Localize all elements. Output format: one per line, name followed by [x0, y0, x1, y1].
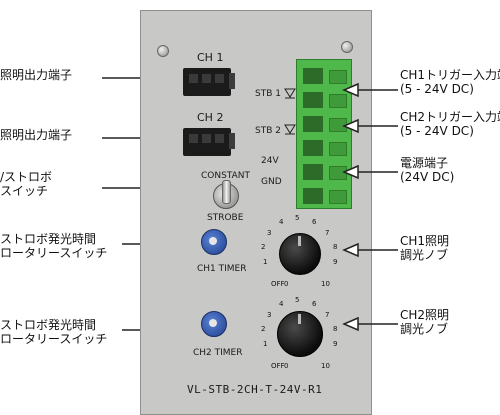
ch1-label: CH 1	[197, 51, 224, 64]
callout-ch1-timer: ストロボ発光時間 ロータリースイッチ	[0, 232, 107, 260]
callout-ch2-trigger: CH2トリガー入力端 (5 - 24V DC)	[400, 110, 500, 138]
ch1-timer-label: CH1 TIMER	[197, 264, 247, 274]
svg-text:8: 8	[333, 243, 337, 251]
svg-text:6: 6	[312, 300, 317, 308]
svg-text:7: 7	[325, 311, 329, 319]
callout-text: (24V DC)	[400, 170, 455, 184]
device-panel: CH 1 CH 2 STB 1 STB 2 24V GND CO	[140, 10, 372, 415]
callout-ch2-timer: ストロボ発光時間 ロータリースイッチ	[0, 318, 107, 346]
ch1-dial-scale: 5 4 6 3 7 2 8 1 9 OFF 0 10	[261, 214, 337, 288]
ch2-label: CH 2	[197, 111, 224, 124]
callout-text: CH2照明	[400, 308, 450, 322]
callout-text: 照明出力端子	[0, 128, 73, 142]
svg-text:9: 9	[333, 340, 337, 348]
ch2-dimmer-knob[interactable]	[277, 311, 323, 357]
ch2-timer-label: CH2 TIMER	[193, 348, 243, 358]
callout-text: ストロボ発光時間	[0, 318, 97, 332]
callout-ch2-dimmer: CH2照明 調光ノブ	[400, 308, 449, 336]
constant-label: CONSTANT	[201, 171, 250, 181]
callout-text: スイッチ	[0, 184, 49, 198]
svg-text:9: 9	[333, 258, 337, 266]
svg-text:8: 8	[333, 325, 337, 333]
callout-text: 照明出力端子	[0, 68, 73, 82]
ch2-output-connector	[183, 128, 231, 156]
mode-toggle-switch[interactable]	[213, 180, 239, 209]
callout-text: ロータリースイッチ	[0, 246, 108, 260]
callout-text: (5 - 24V DC)	[400, 124, 474, 138]
svg-text:3: 3	[267, 311, 271, 319]
svg-text:0: 0	[284, 280, 288, 288]
stb2-label: STB 2	[255, 126, 281, 136]
svg-text:2: 2	[261, 243, 265, 251]
arrow-ch1-dimmer	[342, 242, 398, 258]
svg-text:10: 10	[321, 280, 330, 288]
callout-text: CH2トリガー入力端	[400, 110, 500, 124]
svg-text:5: 5	[295, 214, 299, 222]
ch2-timer-rotary-switch[interactable]	[201, 311, 227, 337]
arrow-ch2-trigger	[342, 118, 398, 134]
ch2-dial-scale: 5 4 6 3 7 2 8 1 9 OFF 0 10	[261, 296, 337, 370]
strobe-label: STROBE	[207, 213, 244, 223]
ch1-output-connector	[183, 68, 231, 96]
callout-text: /ストロボ	[0, 170, 53, 184]
ch1-timer-rotary-switch[interactable]	[201, 229, 227, 255]
svg-text:OFF: OFF	[271, 362, 285, 370]
arrow-power	[342, 164, 398, 180]
svg-text:OFF: OFF	[271, 280, 285, 288]
svg-text:6: 6	[312, 218, 317, 226]
led-symbol-icon	[284, 88, 296, 135]
model-number: VL-STB-2CH-T-24V-R1	[187, 383, 323, 396]
svg-text:0: 0	[284, 362, 288, 370]
callout-text: ロータリースイッチ	[0, 332, 108, 346]
callout-ch1-output: 照明出力端子	[0, 68, 72, 82]
screw-icon	[157, 45, 169, 57]
gnd-label: GND	[261, 177, 282, 187]
svg-text:1: 1	[263, 258, 267, 266]
callout-ch2-output: 照明出力端子	[0, 128, 72, 142]
svg-text:4: 4	[279, 300, 284, 308]
screw-icon	[341, 41, 353, 53]
ch1-dimmer-knob[interactable]	[279, 233, 321, 275]
callout-power: 電源端子 (24V DC)	[400, 156, 454, 184]
arrow-ch2-dimmer	[342, 316, 398, 332]
svg-text:5: 5	[295, 296, 299, 304]
callout-text: ストロボ発光時間	[0, 232, 97, 246]
callout-text: 調光ノブ	[400, 248, 449, 262]
svg-text:1: 1	[263, 340, 267, 348]
callout-text: 電源端子	[400, 156, 449, 170]
arrow-ch1-trigger	[342, 82, 398, 98]
stb1-label: STB 1	[255, 89, 281, 99]
connector-latch	[229, 133, 235, 149]
callout-mode-switch: /ストロボ スイッチ	[0, 170, 52, 198]
callout-ch1-dimmer: CH1照明 調光ノブ	[400, 234, 449, 262]
callout-text: (5 - 24V DC)	[400, 82, 474, 96]
v24-label: 24V	[261, 156, 279, 166]
svg-text:10: 10	[321, 362, 330, 370]
callout-text: 調光ノブ	[400, 322, 449, 336]
connector-latch	[229, 73, 235, 89]
svg-text:3: 3	[267, 229, 271, 237]
svg-text:2: 2	[261, 325, 265, 333]
callout-ch1-trigger: CH1トリガー入力端 (5 - 24V DC)	[400, 68, 500, 96]
svg-text:7: 7	[325, 229, 329, 237]
callout-text: CH1トリガー入力端	[400, 68, 500, 82]
terminal-block[interactable]	[296, 59, 352, 209]
svg-text:4: 4	[279, 218, 284, 226]
callout-text: CH1照明	[400, 234, 450, 248]
